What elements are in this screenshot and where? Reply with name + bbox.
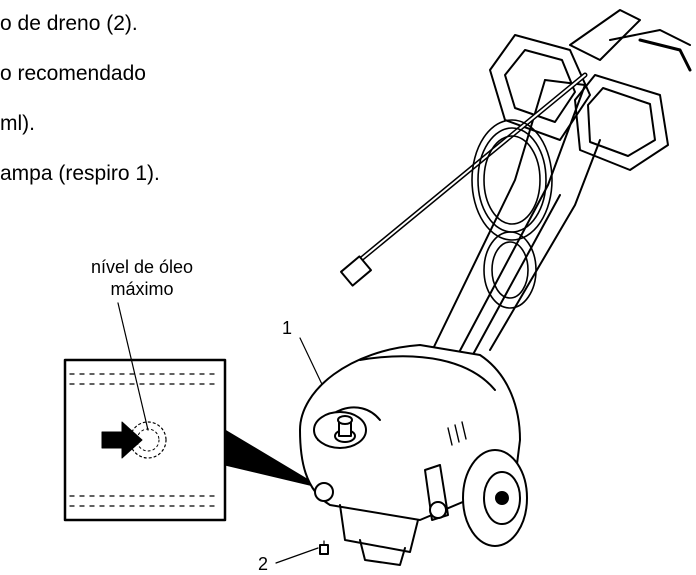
instruction-line-3: ml). — [0, 112, 35, 135]
oil-label-leader-line — [117, 302, 149, 431]
oil-level-label-line-2: máximo — [110, 279, 174, 299]
oil-level-label-line-1: nível de óleo — [90, 257, 194, 277]
callout-2-leader-line — [275, 547, 319, 564]
instruction-line-1: o de dreno (2). — [0, 12, 138, 35]
instruction-line-2: o recomendado — [0, 62, 146, 85]
drain-plug — [319, 540, 329, 555]
instruction-line-4: ampa (respiro 1). — [0, 162, 160, 185]
sight-glass-zoom-inset — [63, 358, 227, 522]
spray-gun — [569, 9, 692, 72]
callout-number-1: 1 — [282, 318, 293, 338]
handle-frame — [429, 79, 601, 361]
spray-lance — [340, 72, 588, 287]
callout-number-2: 2 — [258, 554, 269, 574]
handle-grips — [489, 34, 669, 171]
zoom-projection-wedge — [224, 429, 323, 489]
wheels — [424, 449, 528, 547]
max-level-arrow-icon — [101, 421, 143, 459]
hose-reel — [471, 119, 553, 309]
oil-fill-cap — [313, 411, 367, 449]
oil-sight-glass — [314, 482, 334, 502]
oil-level-label: nível de óleo máximo — [72, 256, 212, 300]
machine-body — [299, 344, 521, 566]
